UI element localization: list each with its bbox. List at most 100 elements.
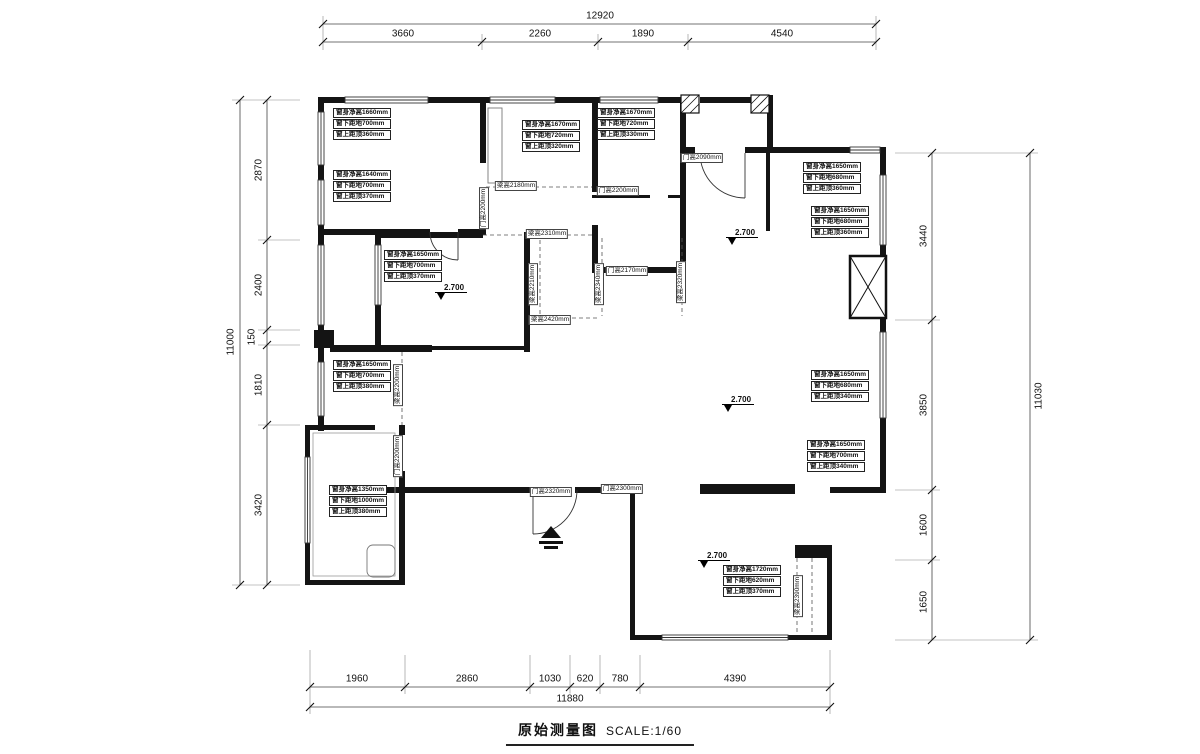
beam-height-label: 梁高2310mm [525,229,569,239]
window-spec-line: 窗上距顶360mm [811,228,870,238]
door-swings [429,152,746,535]
window-spec-group: 窗身净高1650mm 窗下距地680mm 窗上距顶360mm [803,162,862,194]
window-spec-line: 窗下距地680mm [811,217,870,227]
fixtures [312,107,503,578]
dim-bottom-seg: 780 [609,673,631,685]
window-spec-line: 窗上距顶320mm [522,142,581,152]
door-height-label: 门高2320mm [529,487,573,497]
window-spec-line: 窗身净高1640mm [333,170,392,180]
beam-height-label: 梁高2180mm [494,181,538,191]
window-spec-line: 窗上距顶380mm [329,507,388,517]
beam-height-label: 梁高2210mm [528,262,538,306]
dim-right-total: 11030 [1033,380,1045,412]
dim-bottom-seg: 1960 [343,673,371,685]
window-spec-line: 窗身净高1650mm [811,206,870,216]
dim-left-total: 11000 [225,326,237,358]
window-spec-line: 窗上距顶370mm [384,272,443,282]
window-spec-group: 窗身净高1650mm 窗下距地680mm 窗上距顶340mm [811,370,870,402]
dimension-ticks [235,19,1035,712]
window-spec-line: 窗身净高1660mm [333,108,392,118]
level-triangle-icon [724,405,732,412]
window-spec-line: 窗下距地1000mm [329,496,388,506]
dim-bottom-seg: 620 [574,673,596,685]
dim-left-seg: 1810 [253,371,265,399]
window-spec-line: 窗下距地620mm [723,576,782,586]
beam-height-label: 梁高2320mm [676,260,686,304]
dim-top-seg: 4540 [768,28,796,40]
dim-left-seg: 3420 [253,491,265,519]
window-spec-line: 窗下距地700mm [333,181,392,191]
window-spec-line: 窗身净高1350mm [329,485,388,495]
window-spec-line: 窗上距顶370mm [723,587,782,597]
column-symbols [680,94,770,114]
dim-right-seg: 3440 [918,222,930,250]
window-spec-line: 窗下距地700mm [384,261,443,271]
level-triangle-icon [728,238,736,245]
window-spec-line: 窗身净高1650mm [333,360,392,370]
door-height-label: 门高2200mm [596,186,640,196]
window-spec-line: 窗下距地720mm [597,119,656,129]
window-spec-group: 窗身净高1650mm 窗下距地700mm 窗上距顶370mm [384,250,443,282]
door-height-label: 门高2200mm [479,186,489,230]
level-marker: 2.700 [698,551,731,568]
dim-bottom-seg: 1030 [536,673,564,685]
window-spec-line: 窗下距地700mm [333,371,392,381]
window-spec-line: 窗身净高1650mm [803,162,862,172]
door-height-label: 门高2300mm [600,484,644,494]
window-spec-line: 窗上距顶360mm [333,130,392,140]
window-spec-group: 窗身净高1660mm 窗下距地700mm 窗上距顶360mm [333,108,392,140]
window-spec-line: 窗下距地700mm [807,451,866,461]
shaft-symbol [848,254,888,320]
window-spec-line: 窗下距地680mm [811,381,870,391]
window-spec-group: 窗身净高1650mm 窗下距地700mm 窗上距顶380mm [333,360,392,392]
window-spec-group: 窗身净高1350mm 窗下距地1000mm 窗上距顶380mm [329,485,388,517]
window-spec-group: 窗身净高1640mm 窗下距地700mm 窗上距顶370mm [333,170,392,202]
level-value: 2.700 [435,283,468,293]
dim-bottom-total: 11880 [554,693,586,705]
level-value: 2.700 [722,395,755,405]
window-spec-group: 窗身净高1720mm 窗下距地620mm 窗上距顶370mm [723,565,782,597]
drawing-title-text: 原始测量图 [517,722,598,738]
dim-top-seg: 3660 [389,28,417,40]
level-value: 2.700 [726,228,759,238]
drawing-title: 原始测量图 SCALE:1/60 [505,720,695,746]
level-marker: 2.700 [726,228,759,245]
window-spec-line: 窗身净高1670mm [597,108,656,118]
door-height-label: 门高2090mm [680,153,724,163]
entry-arrow-icon [539,526,563,549]
level-triangle-icon [437,293,445,300]
window-spec-line: 窗身净高1650mm [807,440,866,450]
beam-height-label: 梁高2200mm [393,363,403,407]
dim-left-seg: 2870 [253,156,265,184]
window-spec-line: 窗下距地720mm [522,131,581,141]
dim-top-seg: 1890 [629,28,657,40]
window-spec-line: 窗上距顶380mm [333,382,392,392]
dim-bottom-seg: 2860 [453,673,481,685]
level-triangle-icon [700,561,708,568]
level-value: 2.700 [698,551,731,561]
window-spec-group: 窗身净高1650mm 窗下距地680mm 窗上距顶360mm [811,206,870,238]
dim-top-seg: 2260 [526,28,554,40]
window-spec-group: 窗身净高1650mm 窗下距地700mm 窗上距顶340mm [807,440,866,472]
window-spec-line: 窗身净高1650mm [384,250,443,260]
beam-height-label: 梁高2340mm [594,262,604,306]
window-spec-line: 窗下距地680mm [803,173,862,183]
dim-right-seg: 1600 [918,511,930,539]
window-spec-group: 窗身净高1670mm 窗下距地720mm 窗上距顶330mm [597,108,656,140]
window-spec-line: 窗下距地700mm [333,119,392,129]
window-spec-line: 窗上距顶340mm [811,392,870,402]
beam-height-label: 梁高2420mm [528,315,572,325]
window-spec-line: 窗上距顶330mm [597,130,656,140]
window-spec-group: 窗身净高1670mm 窗下距地720mm 窗上距顶320mm [522,120,581,152]
door-height-label: 门高2200mm [393,434,403,478]
beam-height-label: 梁高2390mm [793,574,803,618]
level-marker: 2.700 [435,283,468,300]
window-spec-line: 窗身净高1720mm [723,565,782,575]
dim-top-total: 12920 [584,10,616,22]
dim-right-seg: 1650 [918,588,930,616]
window-spec-line: 窗上距顶360mm [803,184,862,194]
dim-left-seg: 150 [246,326,258,348]
dim-right-seg: 3850 [918,391,930,419]
door-height-label: 门高2170mm [605,266,649,276]
